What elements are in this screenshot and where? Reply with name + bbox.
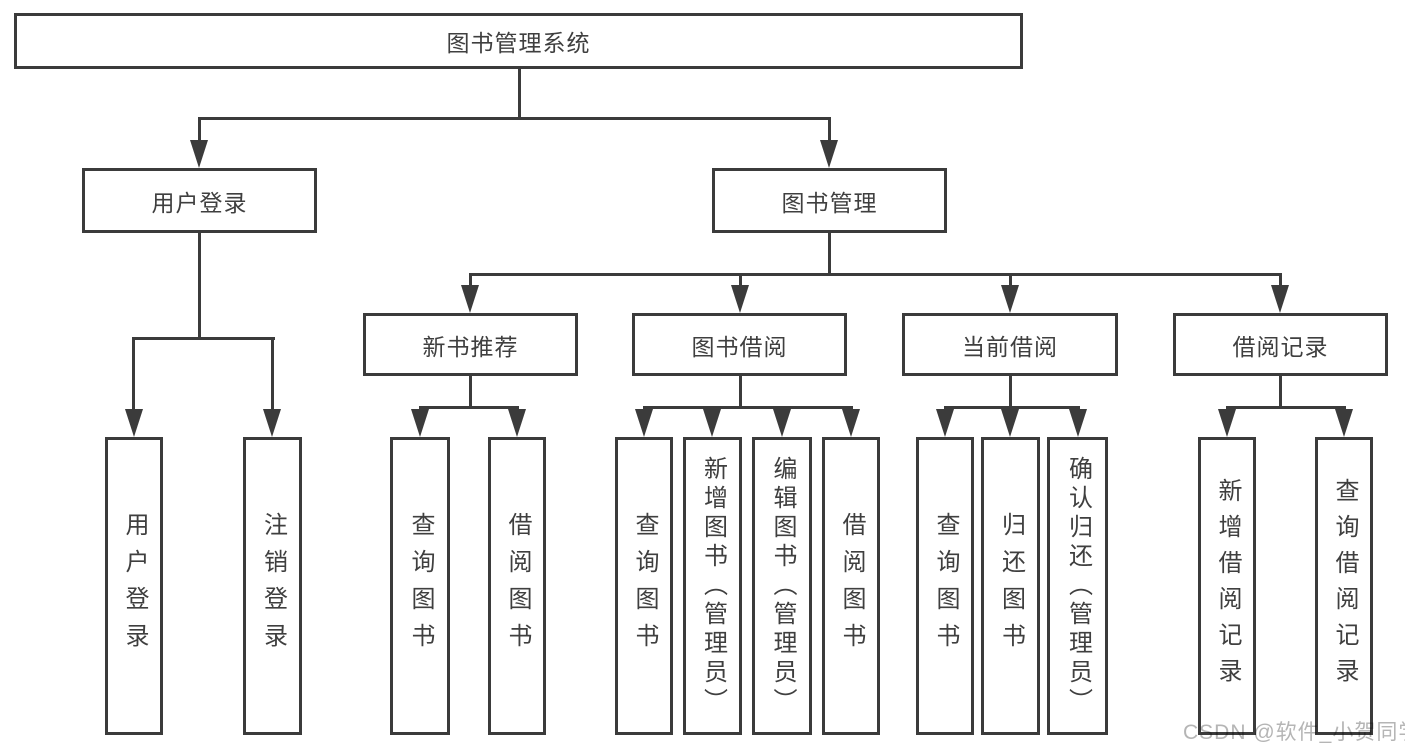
arrowhead-down-icon: [411, 409, 429, 437]
leaf-label: 新增借阅记录: [1214, 478, 1241, 694]
connector-line: [739, 273, 742, 288]
arrowhead-down-icon: [508, 409, 526, 437]
connector-line: [469, 376, 472, 409]
node-label: 新书推荐: [422, 333, 519, 360]
leaf-label: 借阅图书: [504, 512, 531, 660]
arrowhead-down-icon: [461, 285, 479, 313]
connector-line: [1009, 374, 1012, 409]
node-label: 图书管理: [781, 189, 878, 216]
connector-line: [739, 374, 742, 409]
leaf-add-books-admin: 新增图书（管理员）: [683, 437, 742, 735]
leaf-label: 注销登录: [259, 512, 287, 660]
arrowhead-down-icon: [731, 285, 749, 313]
node-label: 图书借阅: [691, 333, 788, 360]
node-current-borrowing: 当前借阅: [902, 313, 1118, 376]
leaf-edit-books-admin: 编辑图书（管理员）: [752, 437, 812, 735]
node-label: 当前借阅: [962, 333, 1058, 360]
connector-line: [828, 117, 831, 145]
connector-line: [132, 337, 135, 412]
arrowhead-down-icon: [1001, 285, 1019, 313]
leaf-label: 确认归还（管理员）: [1064, 455, 1092, 717]
csdn-watermark: CSDN @软件_小贺同学: [1183, 721, 1405, 744]
connector-line: [828, 233, 831, 276]
connector-line: [1279, 374, 1282, 409]
arrowhead-down-icon: [842, 409, 860, 437]
connector-line: [643, 406, 853, 409]
connector-line: [469, 273, 472, 288]
leaf-label: 编辑图书（管理员）: [769, 455, 796, 717]
leaf-borrow-books-recommend: 借阅图书: [488, 437, 546, 735]
connector-line: [469, 273, 1282, 276]
node-user-login: 用户登录: [82, 168, 317, 233]
leaf-borrow-books: 借阅图书: [822, 437, 880, 735]
node-book-management: 图书管理: [712, 168, 947, 233]
node-new-book-recommendation: 新书推荐: [363, 313, 578, 376]
arrowhead-down-icon: [125, 409, 143, 437]
node-label: 图书管理系统: [446, 30, 591, 56]
arrowhead-down-icon: [703, 409, 721, 437]
arrowhead-down-icon: [1069, 409, 1087, 437]
leaf-label: 用户登录: [121, 512, 148, 660]
node-library-management-system: 图书管理系统: [14, 13, 1023, 69]
leaf-label: 查询图书: [407, 512, 434, 660]
arrowhead-down-icon: [1335, 409, 1353, 437]
arrowhead-down-icon: [1271, 285, 1289, 313]
connector-line: [198, 117, 201, 145]
leaf-query-books-recommend: 查询图书: [390, 437, 450, 735]
leaf-query-books-borrowing: 查询图书: [615, 437, 673, 735]
arrowhead-down-icon: [263, 409, 281, 437]
leaf-label: 新增图书（管理员）: [699, 455, 727, 717]
arrowhead-down-icon: [635, 409, 653, 437]
connector-line: [198, 117, 831, 120]
leaf-confirm-return-admin: 确认归还（管理员）: [1047, 437, 1108, 735]
leaf-label: 借阅图书: [838, 512, 865, 660]
leaf-query-books-current: 查询图书: [916, 437, 974, 735]
leaf-return-books: 归还图书: [981, 437, 1040, 735]
leaf-user-login: 用户登录: [105, 437, 163, 735]
leaf-add-borrow-record: 新增借阅记录: [1198, 437, 1256, 735]
connector-line: [518, 69, 521, 120]
leaf-label: 查询借阅记录: [1331, 478, 1358, 694]
connector-line: [271, 337, 274, 412]
arrowhead-down-icon: [1218, 409, 1236, 437]
node-label: 用户登录: [151, 189, 248, 216]
arrowhead-down-icon: [820, 140, 838, 168]
node-borrowing-records: 借阅记录: [1173, 313, 1388, 376]
arrowhead-down-icon: [773, 409, 791, 437]
arrowhead-down-icon: [190, 140, 208, 168]
arrowhead-down-icon: [1001, 409, 1019, 437]
leaf-label: 归还图书: [997, 512, 1025, 660]
leaf-label: 查询图书: [932, 512, 959, 660]
connector-line: [132, 337, 275, 340]
connector-line: [1009, 273, 1012, 288]
connector-line: [1226, 406, 1346, 409]
node-book-borrowing: 图书借阅: [632, 313, 847, 376]
node-label: 借阅记录: [1232, 333, 1329, 360]
leaf-logout: 注销登录: [243, 437, 302, 735]
leaf-query-borrow-record: 查询借阅记录: [1315, 437, 1373, 735]
connector-line: [419, 406, 519, 409]
connector-line: [1279, 273, 1282, 288]
arrowhead-down-icon: [936, 409, 954, 437]
connector-line: [198, 233, 201, 340]
connector-line: [944, 406, 1080, 409]
leaf-label: 查询图书: [631, 512, 658, 660]
